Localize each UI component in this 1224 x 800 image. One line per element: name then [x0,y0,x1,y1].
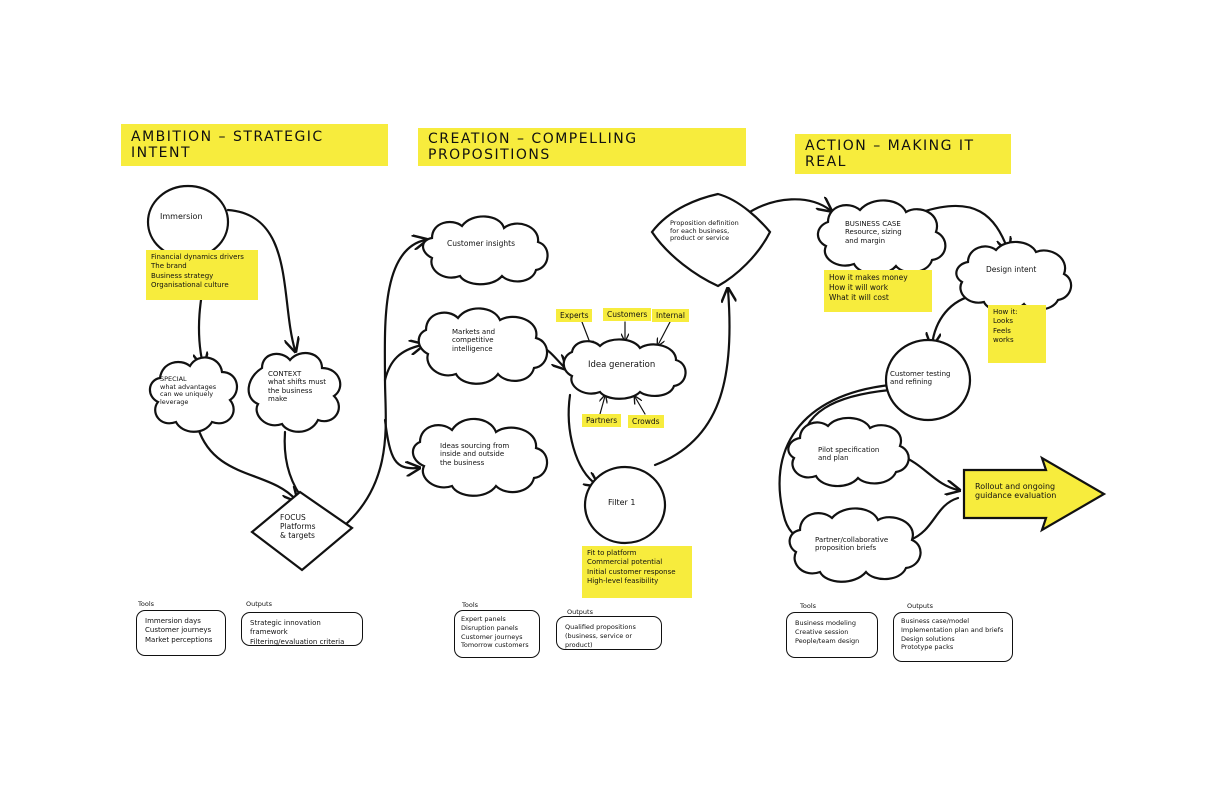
header-creation: CREATION – COMPELLING PROPOSITIONS [418,128,746,166]
creation-outputs-box: Qualified propositions (business, servic… [556,616,662,650]
tag-experts: Experts [556,309,593,322]
action-tools-label: Tools [800,602,817,610]
arrow-special-focus [196,426,296,500]
ambition-tools-box: Immersion days Customer journeys Market … [136,610,226,656]
tag-crowds: Crowds [628,415,664,428]
creation-tools-label: Tools [462,601,479,609]
customer-testing-label: Customer testing and refining [890,370,951,387]
partner-label: Partner/collaborative proposition briefs [815,536,889,553]
partner-node [788,507,922,583]
ambition-tools-label: Tools [138,600,155,608]
idea-generation-node [562,338,687,400]
rollout-arrow [962,455,1107,533]
action-outputs-label: Outputs [907,602,933,610]
idea-generation-label: Idea generation [588,360,656,370]
ideas-sourcing-label: Ideas sourcing from inside and outside t… [440,442,510,467]
business-case-node [816,199,947,276]
arrow-to-markets [383,345,422,382]
creation-outputs-label: Outputs [567,608,593,616]
tag-internal: Internal [652,309,689,322]
pilot-node [787,416,910,488]
header-ambition: AMBITION – STRATEGIC INTENT [121,124,388,166]
context-node [247,351,342,433]
focus-node [250,490,354,572]
markets-label: Markets and competitive intelligence [452,328,496,353]
immersion-notes: Financial dynamics drivers The brand Bus… [146,250,258,300]
arrow-focus-creation [343,378,387,527]
arrow-context-focus [283,430,302,497]
design-intent-node [955,240,1073,313]
tag-partners: Partners [582,414,622,427]
special-label: SPECIAL what advantages can we uniquely … [160,375,217,406]
focus-label: FOCUS Platforms & targets [280,513,316,540]
customer-testing-node [884,338,972,422]
special-node [148,356,239,433]
ambition-outputs-label: Outputs [246,600,272,608]
arrow-business-design [920,204,1008,250]
action-outputs-box: Business case/model Implementation plan … [893,612,1013,662]
arrow-internal [658,321,671,345]
business-case-notes: How it makes money How it will work What… [824,270,932,312]
pilot-label: Pilot specification and plan [818,446,880,463]
action-tools-box: Business modeling Creative session Peopl… [786,612,878,658]
immersion-node [146,184,230,260]
arrow-idea-filter [567,393,597,485]
filter-label: Filter 1 [608,498,636,507]
arrow-partner-rollout [908,496,960,542]
proposition-label: Proposition definition for each business… [670,219,739,243]
markets-node [417,307,549,385]
filter-node [583,465,667,545]
customer-insights-label: Customer insights [447,239,516,248]
rollout-label: Rollout and ongoing guidance evaluation [975,482,1057,501]
filter-notes: Fit to platform Commercial potential Ini… [582,546,692,598]
header-action: ACTION – MAKING IT REAL [795,134,1011,174]
tag-customers: Customers [603,308,652,321]
ideas-sourcing-node [411,417,549,497]
creation-tools-box: Expert panels Disruption panels Customer… [454,610,540,658]
business-case-label: BUSINESS CASE Resource, sizing and margi… [845,220,902,245]
arrow-immersion-context [226,208,295,350]
customer-insights-node [421,215,549,286]
arrow-proposition-business [743,199,830,217]
immersion-label: Immersion [160,212,203,221]
arrow-to-customer-insights [383,240,425,382]
context-label: CONTEXT what shifts must the business ma… [268,370,327,403]
design-intent-label: Design intent [986,265,1037,274]
arrow-crowds [635,397,646,415]
arrow-filter-proposition [653,290,730,467]
arrow-to-ideas-sourcing [383,418,418,468]
design-notes: How it: Looks Feels works [988,305,1046,363]
proposition-node [650,192,772,288]
arrow-partners [600,396,605,415]
ambition-outputs-box: Strategic innovation framework Filtering… [241,612,363,646]
arrow-design-testing [932,293,977,345]
